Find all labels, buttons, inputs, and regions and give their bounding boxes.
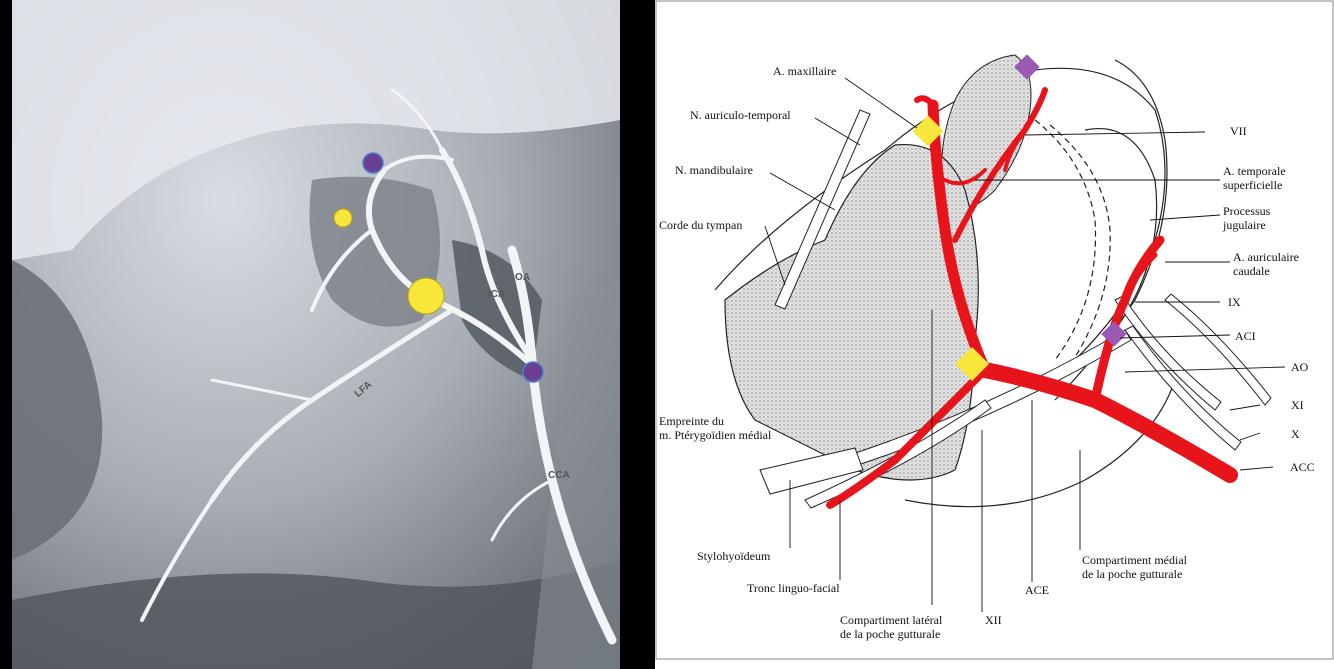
yellow-marker-large — [408, 278, 444, 314]
label-ace: ACE — [1025, 583, 1049, 597]
label-empreinte: Empreinte du m. Ptérygoïdien médial — [659, 414, 771, 442]
label-aci: ACI — [1235, 329, 1256, 343]
label-a-maxillaire: A. maxillaire — [773, 64, 836, 78]
label-acc: ACC — [1290, 460, 1315, 474]
radiograph-image — [12, 0, 620, 669]
label-a-temporale: A. temporale superficielle — [1223, 164, 1286, 192]
label-processus-jugulaire: Processus jugulaire — [1223, 204, 1270, 232]
label-a-auriculaire: A. auriculaire caudale — [1233, 250, 1299, 278]
label-n-mandibulaire: N. mandibulaire — [675, 163, 753, 177]
label-xi: XI — [1291, 398, 1304, 412]
label-xii: XII — [985, 613, 1002, 627]
purple-marker-lower — [523, 362, 543, 382]
anatomy-diagram-panel: A. maxillaire N. auriculo-temporal N. ma… — [655, 0, 1334, 669]
label-compartiment-medial: Compartiment médial de la poche guttural… — [1082, 553, 1187, 581]
oa-label: OA — [515, 272, 530, 283]
label-n-auriculo-temporal: N. auriculo-temporal — [690, 108, 791, 122]
label-tronc-linguo-facial: Tronc linguo-facial — [747, 581, 840, 595]
radiograph-panel: OA ICA LFA CCA — [12, 0, 620, 669]
purple-marker-upper — [363, 153, 383, 173]
label-stylohyoideum: Stylohyoïdeum — [697, 549, 770, 563]
label-corde-du-tympan: Corde du tympan — [659, 218, 742, 232]
yellow-marker-small — [334, 209, 352, 227]
label-vii: VII — [1230, 124, 1247, 138]
label-ao: AO — [1291, 360, 1308, 374]
ica-label: ICA — [488, 289, 505, 300]
label-x: X — [1291, 427, 1300, 441]
label-compartiment-lateral: Compartiment latéral de la poche guttura… — [840, 613, 942, 641]
anatomy-drawing — [655, 0, 1334, 669]
cca-label: CCA — [548, 470, 570, 481]
label-ix: IX — [1228, 295, 1241, 309]
